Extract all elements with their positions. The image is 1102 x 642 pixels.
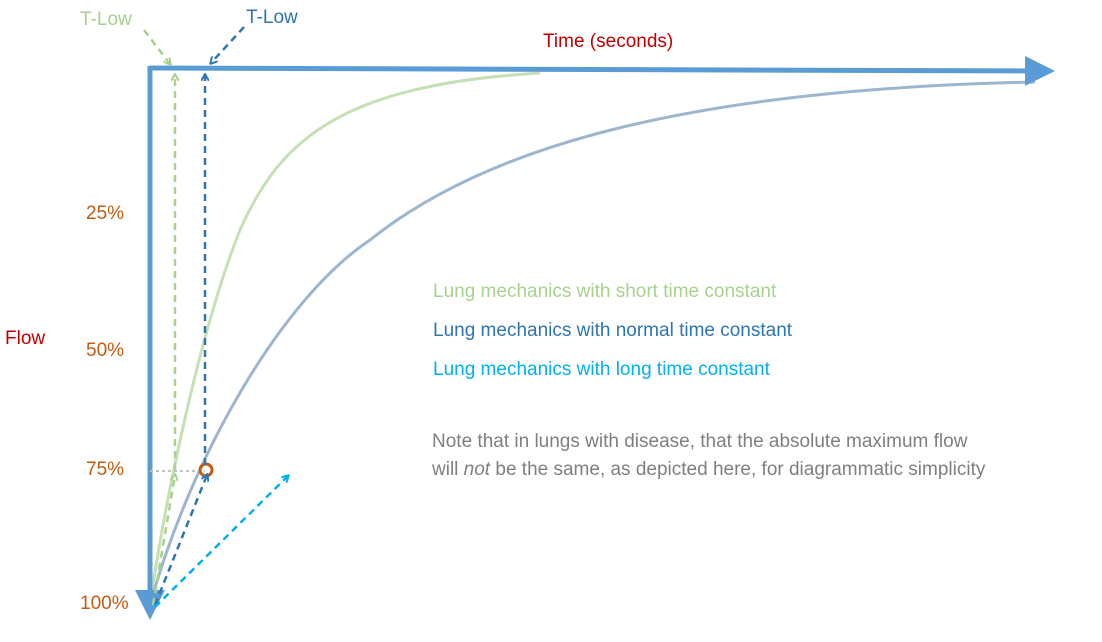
note-line-2: will not be the same, as depicted here, … [432,456,985,484]
y-tick-50: 50% [86,340,125,361]
y-tick-100: 100% [80,593,129,614]
short-time-constant-curve [148,71,541,606]
long-initial-arrow [154,476,288,608]
y-tick-75: 75% [86,459,125,480]
note-line-1: Note that in lungs with disease, that th… [432,431,968,452]
t-low-normal-label: T-Low [246,7,298,28]
normal-tlow-pointer [211,26,245,63]
note-prefix: will [432,459,464,480]
x-axis-label: Time (seconds) [543,31,674,52]
short-tlow-pointer [143,29,170,64]
note-emphasis: not [463,459,491,480]
legend-normal: Lung mechanics with normal time constant [433,320,793,341]
y-axis-label: Flow [5,328,46,349]
x-axis [149,55,1055,86]
note-suffix: be the same, as depicted here, for diagr… [490,459,986,480]
t-low-short-label: T-Low [80,9,132,30]
y-tick-25: 25% [86,203,125,224]
75-percent-marker [198,462,214,478]
normal-time-constant-curve [148,80,1036,606]
legend-short: Lung mechanics with short time constant [433,281,777,302]
note: Note that in lungs with disease, that th… [432,428,985,484]
legend-long: Lung mechanics with long time constant [433,359,770,380]
short-initial-arrow [151,475,175,606]
